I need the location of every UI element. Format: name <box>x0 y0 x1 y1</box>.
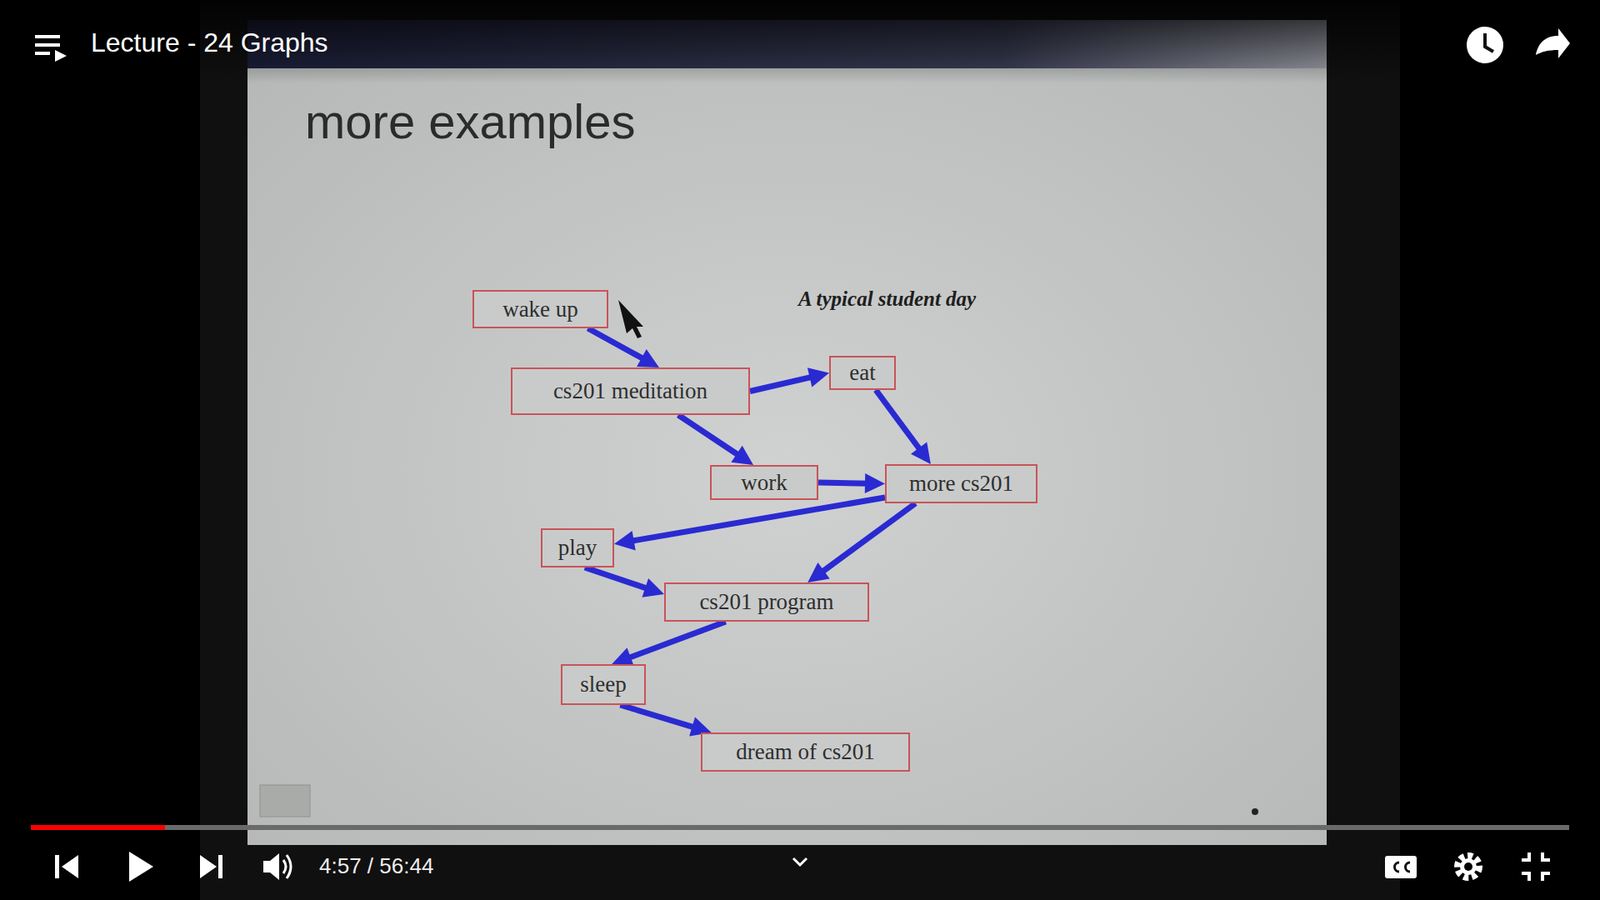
process-box: play <box>540 528 615 568</box>
fullscreen-exit-icon <box>1521 852 1550 881</box>
arrow-shaft <box>750 376 815 392</box>
arrow-head <box>865 473 885 494</box>
process-box: cs201 program <box>664 582 870 622</box>
process-box: work <box>710 465 819 500</box>
captions-icon <box>1385 855 1417 879</box>
process-box: sleep <box>560 664 646 705</box>
arrow-shaft <box>875 390 922 453</box>
arrow-head <box>807 562 830 583</box>
arrow-shaft <box>629 497 885 542</box>
arrow-head <box>730 445 754 465</box>
arrow-shaft <box>818 482 870 484</box>
share-icon <box>1535 28 1570 59</box>
node-label: eat <box>849 360 875 386</box>
arrow-connector <box>750 367 830 391</box>
arrow-shaft <box>585 567 650 590</box>
volume-icon <box>263 853 291 880</box>
arrow-connector <box>818 473 885 494</box>
arrow-head <box>614 530 636 551</box>
arrow-connector <box>875 390 931 465</box>
arrow-shaft <box>588 328 647 360</box>
arrow-head <box>807 367 830 387</box>
slide-logo <box>260 785 310 817</box>
arrow-shaft <box>820 503 916 574</box>
diagram-note: A typical student day <box>798 287 976 311</box>
arrow-shaft <box>625 621 726 660</box>
arrow-shaft <box>678 415 741 457</box>
next-button <box>200 855 223 879</box>
arrow-connector <box>611 621 726 667</box>
process-box: more cs201 <box>885 464 1038 504</box>
arrow-connector <box>585 567 665 598</box>
playlist-icon <box>35 35 67 62</box>
mouse-cursor <box>618 300 644 339</box>
video-title: Lecture - 24 Graphs <box>90 27 329 59</box>
chevron-icon <box>793 858 807 865</box>
node-label: sleep <box>580 671 626 698</box>
node-label: wake up <box>502 296 579 323</box>
arrow-connector <box>588 328 660 368</box>
process-box: wake up <box>472 290 609 329</box>
arrow-head <box>636 349 660 368</box>
slide-mark <box>1251 808 1259 815</box>
top-shade <box>0 0 1600 84</box>
slide <box>247 20 1327 845</box>
arrow-head <box>910 442 931 465</box>
slide-title: more examples <box>305 93 635 150</box>
node-label: dream of cs201 <box>735 739 875 765</box>
play-button <box>129 851 154 882</box>
process-box: eat <box>829 355 896 390</box>
node-label: cs201 meditation <box>553 378 708 405</box>
video-frame <box>200 0 1400 900</box>
process-box: dream of cs201 <box>700 732 910 772</box>
arrow-connector <box>620 705 711 737</box>
progress-played <box>30 825 165 830</box>
arrow-connector <box>807 503 915 583</box>
process-box: cs201 meditation <box>510 367 750 415</box>
arrow-connector <box>678 415 754 465</box>
settings-icon <box>1457 855 1480 878</box>
arrow-connector <box>614 497 885 551</box>
arrow-shaft <box>620 705 697 729</box>
previous-button <box>55 855 79 879</box>
node-label: cs201 program <box>699 589 834 615</box>
time-display: 4:57 / 56:44 <box>319 853 434 880</box>
node-label: work <box>740 470 788 496</box>
node-label: more cs201 <box>909 470 1014 497</box>
arrow-head <box>641 578 665 598</box>
node-label: play <box>558 535 598 561</box>
progress-track <box>30 825 1570 830</box>
watch-later-icon <box>1466 26 1504 64</box>
